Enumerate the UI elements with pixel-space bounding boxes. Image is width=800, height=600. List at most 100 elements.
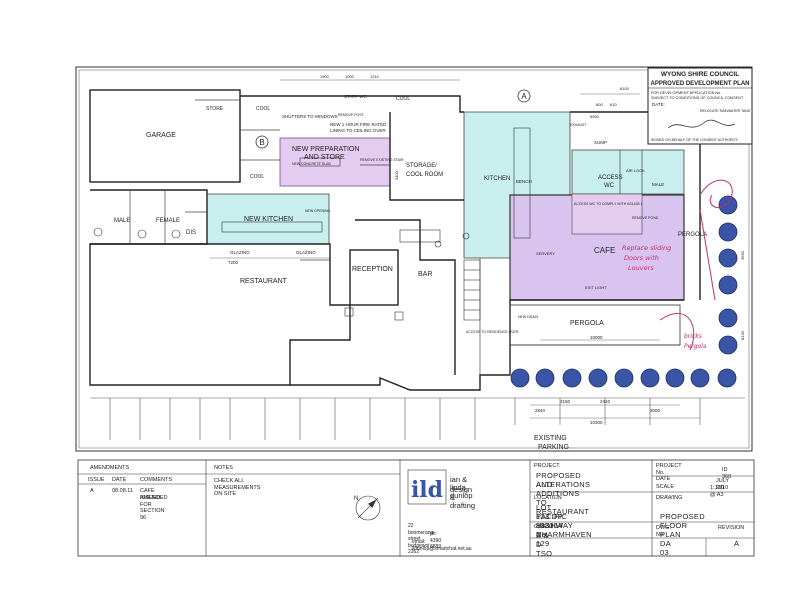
- trees: [510, 195, 738, 388]
- column-1: [344, 307, 354, 317]
- room-garage: GARAGE: [146, 132, 176, 139]
- toilet-2: [137, 229, 147, 239]
- room-storage: STORAGE/: [406, 163, 437, 169]
- dim-3150: 3150: [560, 399, 571, 404]
- grid-label-a: A: [521, 92, 527, 101]
- dim-610: 610: [610, 102, 617, 107]
- room-kitchen: KITCHEN: [484, 176, 510, 182]
- tb-comment-a1: CAFE AMENDED: [140, 488, 168, 501]
- left-wing-outline: [89, 189, 290, 386]
- tb-issue-a: A: [90, 488, 94, 494]
- dim-6100: 6100: [620, 86, 630, 91]
- tree: [588, 368, 608, 388]
- room-restaurant: RESTAURANT: [240, 278, 288, 285]
- tb-date-h: DATE: [112, 477, 127, 483]
- logo-letters: ild: [411, 477, 443, 503]
- tb-notes-text: CHECK ALL MEASUREMENTS ON SITE: [214, 478, 261, 497]
- room-new-prep: NEW PREPARATION: [292, 146, 359, 153]
- room-pergola: PERGOLA: [570, 320, 604, 327]
- dim-2840: 2840: [535, 408, 546, 413]
- parking-bays: [90, 397, 745, 440]
- room-dis: DIS: [186, 230, 196, 236]
- toilet-3: [171, 229, 181, 239]
- room-reception: RECEPTION: [352, 266, 393, 273]
- note-fire-rated: NEW 1 HOUR FIRE RATED: [330, 122, 387, 127]
- council-signed: SIGNED ON BEHALF OF THE CONSENT AUTHORIT…: [651, 138, 739, 142]
- tree: [718, 275, 738, 295]
- tree: [510, 368, 530, 388]
- tb-notes-h: NOTES: [214, 465, 233, 471]
- note-remove-stair: REMOVE EXISTING STAIR: [360, 158, 404, 162]
- toilet-1: [93, 227, 103, 237]
- note-remove-pond: REMOVE POND: [632, 216, 659, 220]
- tb-issue-h: ISSUE: [88, 477, 105, 483]
- basin-2: [462, 232, 470, 240]
- dim-1000: 1000: [345, 74, 355, 79]
- note-shutters: SHUTTERS TO WINDOWS: [282, 114, 338, 119]
- restaurant-outline: [90, 243, 684, 391]
- room-store: STORE: [206, 106, 224, 112]
- tb-dwg-h: DWG. No.: [656, 525, 671, 538]
- annotation-replace-2: Doors with: [624, 254, 659, 262]
- dim-1210: 1210: [370, 74, 380, 79]
- tree: [640, 368, 660, 388]
- council-line1: FOR DEVELOPMENT APPLICATION No.: [651, 91, 721, 95]
- sheet-border-inner: [78, 69, 750, 449]
- upper-wall: [240, 95, 464, 113]
- tb-project-no-h: PROJECT No.: [656, 463, 682, 476]
- tree: [614, 368, 634, 388]
- tb-amendments: AMENDMENTS: [90, 465, 130, 471]
- tree: [718, 308, 738, 328]
- tb-location1: LOT 123 DP 833314 No. 129: [536, 503, 563, 548]
- annotation-bricks-1: bricks: [684, 333, 702, 340]
- tb-comment-a2: ISSUED FOR SECTION 96: [140, 495, 165, 521]
- tb-project-no: ID 360: [722, 467, 732, 480]
- tb-date2-h: DATE: [656, 476, 671, 482]
- council-name: WYONG SHIRE COUNCIL: [661, 71, 739, 78]
- tb-date2: JULY 2010: [716, 478, 729, 491]
- bench-kitchen: [513, 127, 531, 239]
- firm-logo: ild: [407, 469, 447, 505]
- sheet-border-outer: [75, 66, 753, 452]
- tb-scale-h: SCALE: [656, 484, 675, 490]
- tree: [535, 368, 555, 388]
- dim-800: 800: [596, 102, 603, 107]
- label-existing: EXISTING: [534, 435, 567, 442]
- dim-1900: 1900: [320, 74, 330, 79]
- room-cafe: CAFE: [594, 246, 615, 255]
- pen-markup: [659, 179, 733, 351]
- tb-client-h: CLIENT: [534, 524, 554, 530]
- label-servery: SERVERY: [536, 251, 555, 256]
- tb-project2: AND ADDITIONS TO RESTAURANT: [536, 480, 590, 516]
- tree: [690, 368, 710, 388]
- room-wc: WC: [604, 183, 615, 189]
- room-cool-room: COOL ROOM: [406, 172, 443, 178]
- room-access: ACCESS: [598, 175, 623, 181]
- dim-5950: 5950: [590, 114, 600, 119]
- room-bar: BAR: [418, 271, 432, 278]
- label-exit-light: EXIT LIGHT: [585, 285, 607, 290]
- tb-location-h: LOCATION: [534, 495, 562, 501]
- room-staff-wc: STAFF WC: [344, 94, 367, 99]
- fixtures: [93, 127, 531, 321]
- column-2: [394, 311, 404, 321]
- council-date-label: DATE:: [652, 102, 665, 107]
- tb-addr1: 22 boomerang street budgewoi 2262: [408, 523, 434, 555]
- storage-wall: [389, 112, 464, 201]
- note-access-residence: ACCESS TO RESIDENCE OVER: [466, 330, 519, 334]
- tb-rev-h: REVISION: [718, 525, 745, 531]
- tree: [665, 368, 685, 388]
- note-exhaust: EXHAUST: [570, 123, 587, 127]
- label-parking: PARKING: [538, 444, 569, 451]
- garage-outline: [89, 89, 241, 183]
- grid-label-b: B: [259, 138, 264, 147]
- room-pergola-right: PERGOLA: [678, 232, 707, 238]
- tree: [717, 368, 737, 388]
- north-label: N: [354, 496, 358, 502]
- council-title: APPROVED DEVELOPMENT PLAN: [650, 81, 749, 87]
- dim-3400: 3400: [394, 170, 399, 180]
- note-new-drain: NEW DRAIN: [518, 315, 539, 319]
- north-arrow: N: [354, 495, 381, 521]
- dimension-lines: [210, 79, 700, 419]
- room-bench: BENCH: [516, 179, 532, 184]
